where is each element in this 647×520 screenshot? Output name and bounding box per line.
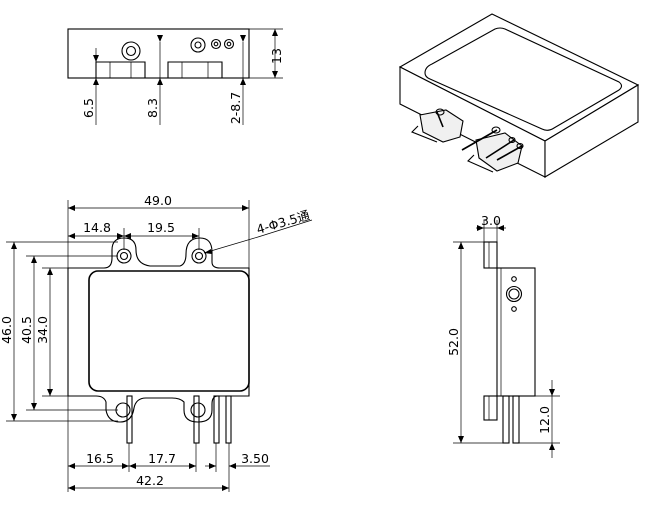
front-view-body [88, 270, 250, 392]
dim-top-mid: 8.3 [145, 98, 160, 118]
isometric-view [398, 13, 640, 178]
pin-1 [126, 395, 133, 444]
top-view-connector-large [121, 41, 141, 61]
pin-2 [193, 395, 200, 444]
front-view-flange [67, 237, 250, 423]
side-view-connector [505, 285, 523, 303]
dim-body-height: 34.0 [35, 316, 50, 344]
dim-pin-3: 3.50 [241, 451, 269, 466]
dim-thickness: 3.0 [481, 213, 501, 228]
dim-length: 52.0 [446, 328, 461, 356]
side-view-flange-bottom [483, 395, 498, 421]
side-view-pin-b [512, 395, 520, 444]
iso-bracket-left [419, 109, 464, 143]
dim-total-height: 46.0 [0, 316, 14, 344]
mounting-hole-1 [116, 248, 132, 264]
side-view-pin-a [502, 395, 510, 444]
dim-pin-2: 17.7 [148, 451, 176, 466]
dim-top-left: 6.5 [81, 98, 96, 118]
dim-hole-left: 14.8 [83, 220, 111, 235]
pin-4 [225, 395, 232, 444]
top-view-block-left [95, 61, 146, 78]
dim-pin-1: 16.5 [86, 451, 114, 466]
dim-hole-pitch: 19.5 [147, 220, 175, 235]
top-view-block-right [167, 61, 223, 78]
top-view-pin-b [223, 38, 235, 50]
dim-top-right: 2-8.7 [228, 92, 243, 124]
dim-front-width: 49.0 [144, 193, 172, 208]
mounting-hole-3 [115, 402, 131, 418]
dim-top-height: 13 [269, 48, 284, 64]
dim-pin-length: 12.0 [537, 406, 552, 434]
top-view-connector-medium [190, 37, 206, 53]
top-view-pin-a [210, 38, 222, 50]
pin-3 [213, 395, 220, 444]
front-view: 49.0 14.8 19.5 4-Φ3.5通 46.0 40.5 [0, 193, 313, 492]
iso-side-face [544, 84, 639, 178]
mounting-hole-2 [191, 248, 207, 264]
iso-label-plate [424, 27, 623, 131]
hole-note: 4-Φ3.5通 [255, 207, 312, 237]
dim-hole-spacing: 40.5 [19, 316, 34, 344]
dim-pin-span: 42.2 [136, 473, 164, 488]
top-view: 13 6.5 8.3 2-8.7 [67, 28, 284, 125]
side-view-flange-top [483, 241, 498, 269]
top-view-body [67, 28, 250, 79]
side-view: 3.0 52.0 12.0 [446, 213, 560, 458]
mounting-hole-4 [190, 402, 206, 418]
